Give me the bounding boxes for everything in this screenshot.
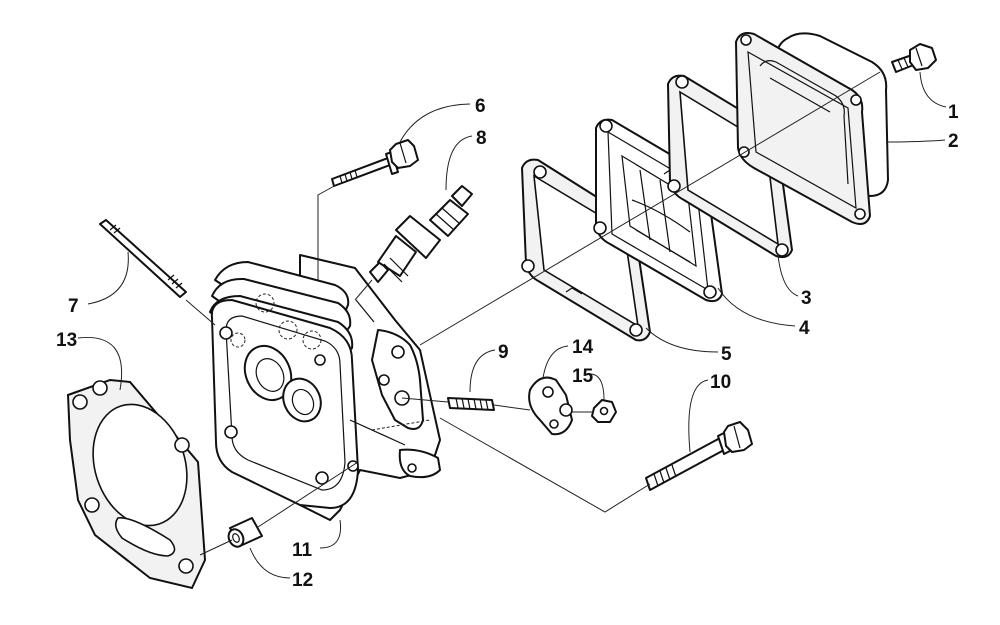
callout-12: 12 [292,570,313,591]
callout-8: 8 [476,128,487,149]
callout-2: 2 [948,131,959,152]
callout-leaders [77,71,947,579]
stud [99,219,187,298]
callout-10: 10 [710,372,731,393]
cylinder-head [209,254,441,521]
callout-1: 1 [948,102,959,123]
spark-plug [369,185,473,283]
callout-4: 4 [799,318,810,339]
callout-7: 7 [68,296,79,317]
callout-3: 3 [801,288,812,309]
callout-15: 15 [572,366,594,387]
bolt-small [891,43,937,73]
hex-nut [591,399,617,423]
bolt-long [331,139,419,187]
callout-14: 14 [572,337,594,358]
short-stud [447,397,495,411]
callout-9: 9 [498,342,509,363]
valve-cover [734,32,889,225]
callout-13: 13 [56,330,77,351]
head-gasket [66,378,207,590]
flange-plate [528,376,573,436]
bolt-long-lower [645,421,753,491]
callout-labels: 1 2 3 4 5 6 7 8 9 10 11 12 13 14 15 [56,96,959,591]
callout-5: 5 [721,344,732,365]
callout-11: 11 [292,540,313,561]
dowel-pin [227,517,263,548]
assembly-lines [185,71,881,556]
callout-6: 6 [475,96,486,117]
